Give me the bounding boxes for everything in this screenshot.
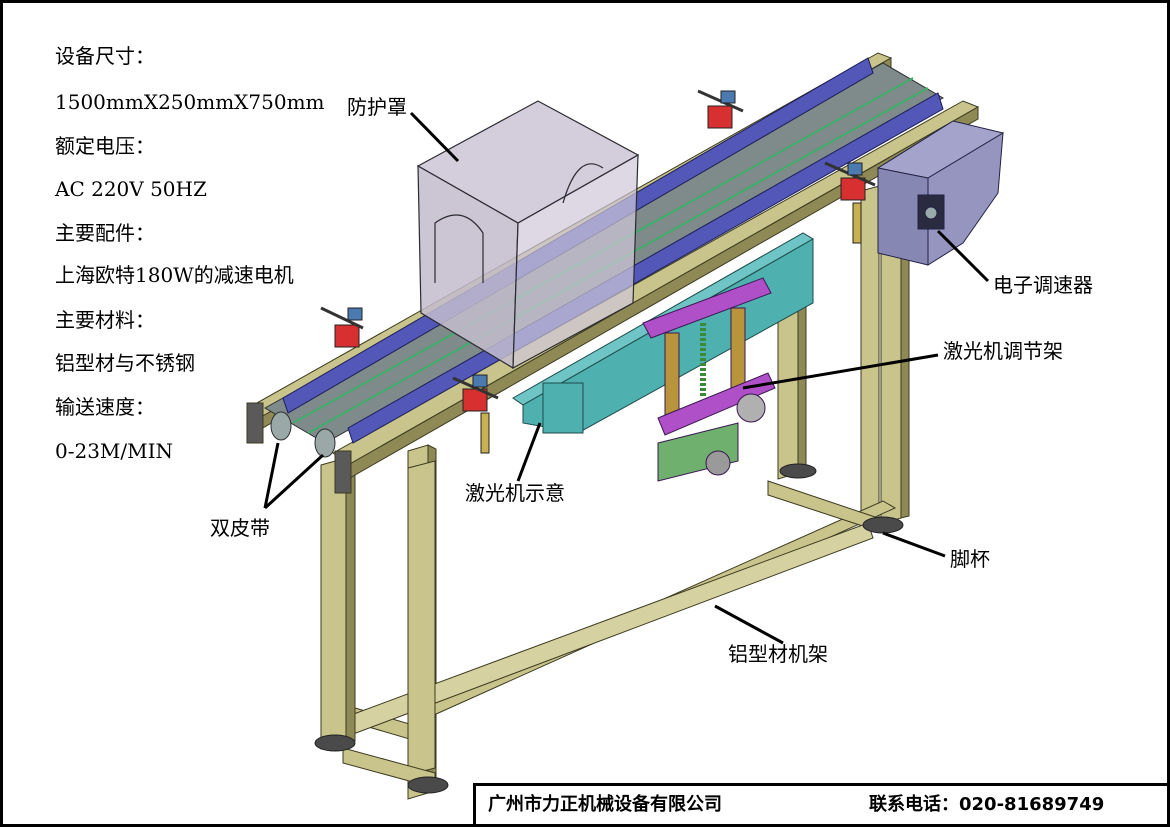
rail-adjuster-4 <box>824 161 876 244</box>
guard-right <box>512 153 639 370</box>
spec-material-label: 主要材料： <box>55 308 155 332</box>
speed-controller <box>876 120 1005 266</box>
callout-frame: 铝型材机架 <box>728 642 828 666</box>
laser-head <box>542 382 584 434</box>
callout-laser: 激光机示意 <box>465 481 565 505</box>
leader-belt-right <box>263 453 325 510</box>
callout-speed-controller: 电子调速器 <box>993 273 1093 297</box>
spec-speed-label: 输送速度： <box>55 395 155 419</box>
callout-foot-cup: 脚杯 <box>950 547 990 571</box>
leader-controller <box>936 229 990 283</box>
conveyor-drawing <box>246 52 1005 800</box>
spec-parts-label: 主要配件： <box>55 221 155 245</box>
leader-laser <box>516 422 542 482</box>
company-name: 广州市力正机械设备有限公司 <box>488 794 722 815</box>
bracket-handwheel <box>736 393 766 423</box>
spec-parts-value: 上海欧特180W的减速电机 <box>55 263 294 287</box>
protective-guard <box>416 100 640 370</box>
leader-lines <box>263 111 990 645</box>
belt-pulley-left <box>270 411 292 441</box>
contact-phone: 联系电话：020-81689749 <box>869 794 1105 815</box>
end-cap-left <box>246 402 264 444</box>
foot-cup-2 <box>407 776 449 794</box>
bracket-top-plate <box>642 277 772 339</box>
bracket-post-left <box>664 332 680 424</box>
spec-size-label: 设备尺寸： <box>55 44 155 68</box>
title-block: 广州市力正机械设备有限公司 联系电话：020-81689749 <box>473 783 1167 824</box>
end-cap-front <box>334 450 352 494</box>
callout-laser-bracket: 激光机调节架 <box>943 339 1063 363</box>
controller-knob <box>924 206 938 220</box>
rail-adjuster-1 <box>320 306 364 348</box>
back-right-leg <box>777 296 799 480</box>
callout-double-belt: 双皮带 <box>210 516 270 540</box>
front-left-leg-2 <box>407 460 436 776</box>
belt-pulley-right <box>314 428 336 458</box>
leader-bracket <box>742 353 939 390</box>
leader-belt-left <box>263 442 280 509</box>
front-left-leg <box>320 457 347 750</box>
spec-material-value: 铝型材与不锈钢 <box>55 351 195 375</box>
leader-frame <box>714 604 784 645</box>
controller-side <box>927 132 1004 266</box>
callout-guard: 防护罩 <box>347 95 407 119</box>
rail-adjuster-2 <box>452 374 499 454</box>
foot-cup-4 <box>862 516 904 534</box>
spec-size-value: 1500mmX250mmX750mm <box>55 90 325 114</box>
spec-voltage-label: 额定电压： <box>55 134 155 158</box>
spec-speed-value: 0-23M/MIN <box>55 439 174 463</box>
foot-cup-1 <box>314 734 356 752</box>
foot-cups <box>314 463 904 794</box>
leader-guard <box>409 111 460 163</box>
rail-adjuster-3 <box>697 89 744 129</box>
bracket-base <box>657 422 739 482</box>
rail-adjusters <box>320 89 876 454</box>
spec-voltage-value: AC 220V 50HZ <box>55 177 207 201</box>
foot-cup-3 <box>779 463 817 479</box>
leader-foot <box>882 531 946 558</box>
